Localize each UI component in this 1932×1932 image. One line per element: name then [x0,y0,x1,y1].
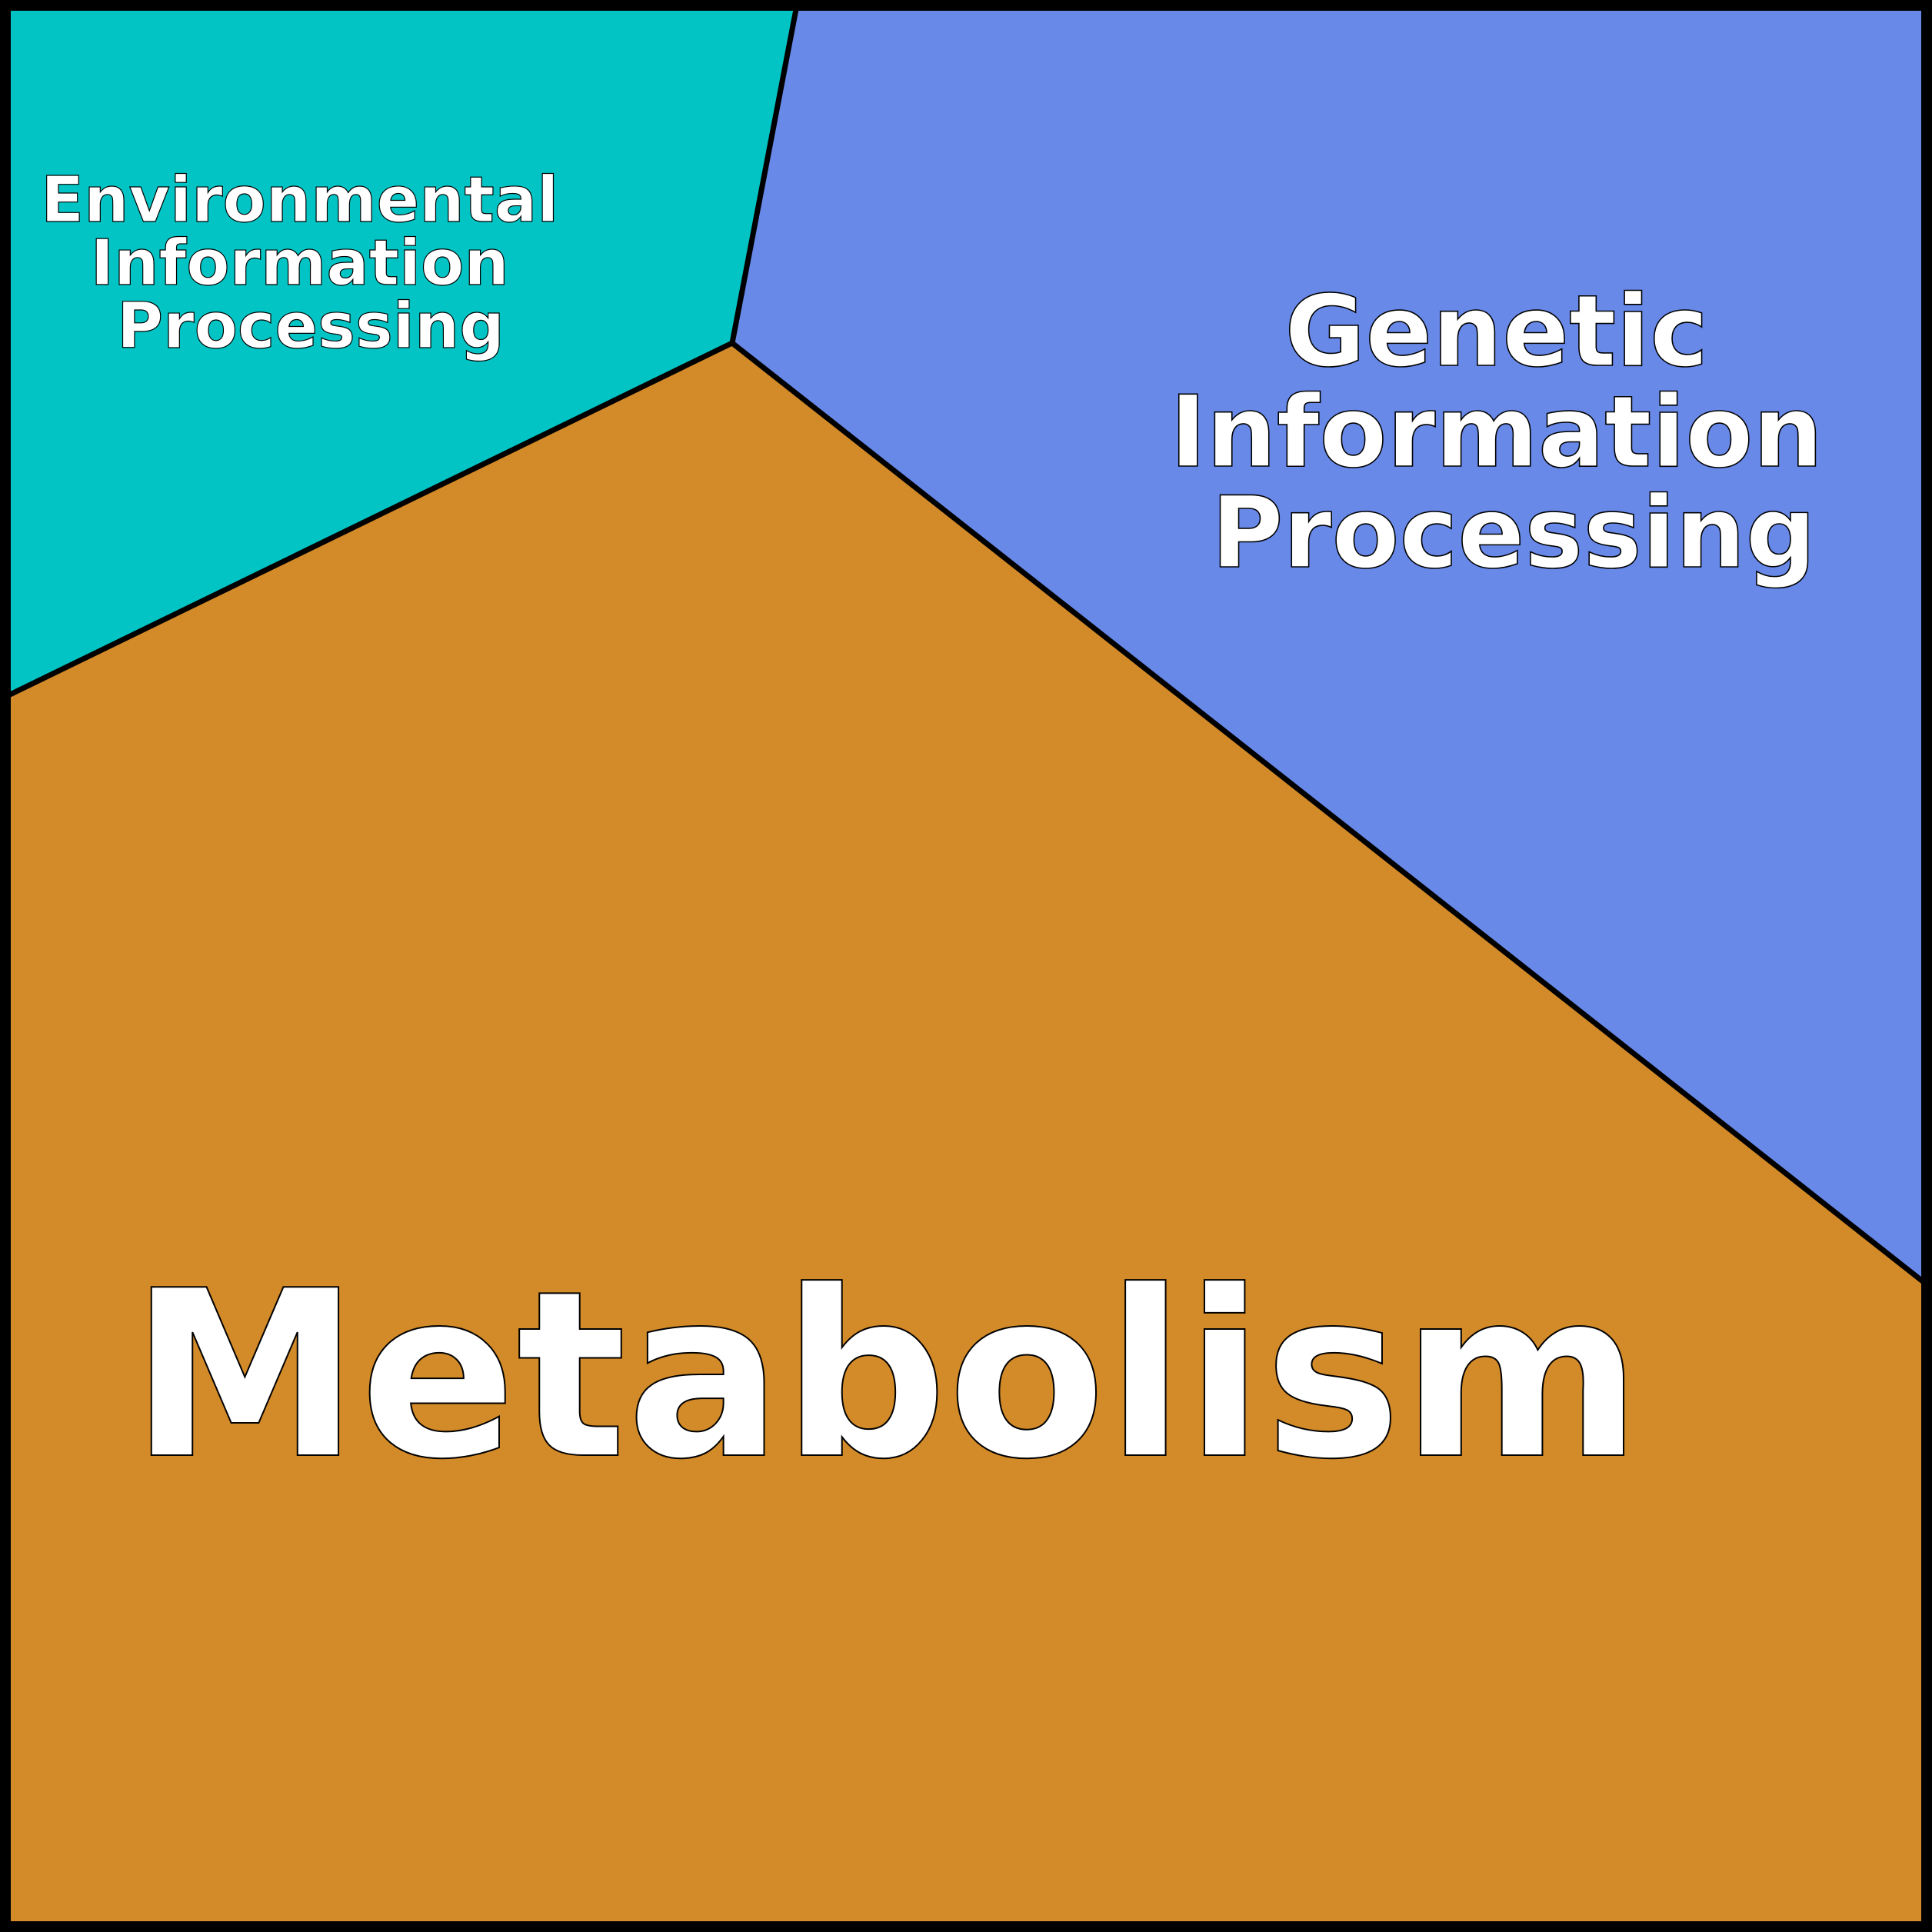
label-line: Processing [117,290,505,363]
label-metabolism: Metabolism [130,1241,1642,1510]
label-environmental: Environmental Information Processing [41,164,581,363]
boundary-genetic-metabolism [730,341,1929,1287]
boundary-environmental-genetic [729,5,800,344]
label-line: Genetic [1284,275,1708,389]
region-metabolism[interactable] [5,343,1927,1927]
label-line: Environmental [41,164,558,237]
boundary-environmental-metabolism [4,340,734,700]
label-line: Metabolism [130,1241,1642,1510]
label-genetic: Genetic Information Processing [1170,275,1857,591]
region-genetic-information-processing[interactable] [732,5,1927,1284]
label-line: Information [1170,375,1823,490]
label-line: Processing [1211,476,1817,591]
region-environmental-information-processing[interactable] [5,5,797,697]
label-line: Information [91,227,509,300]
